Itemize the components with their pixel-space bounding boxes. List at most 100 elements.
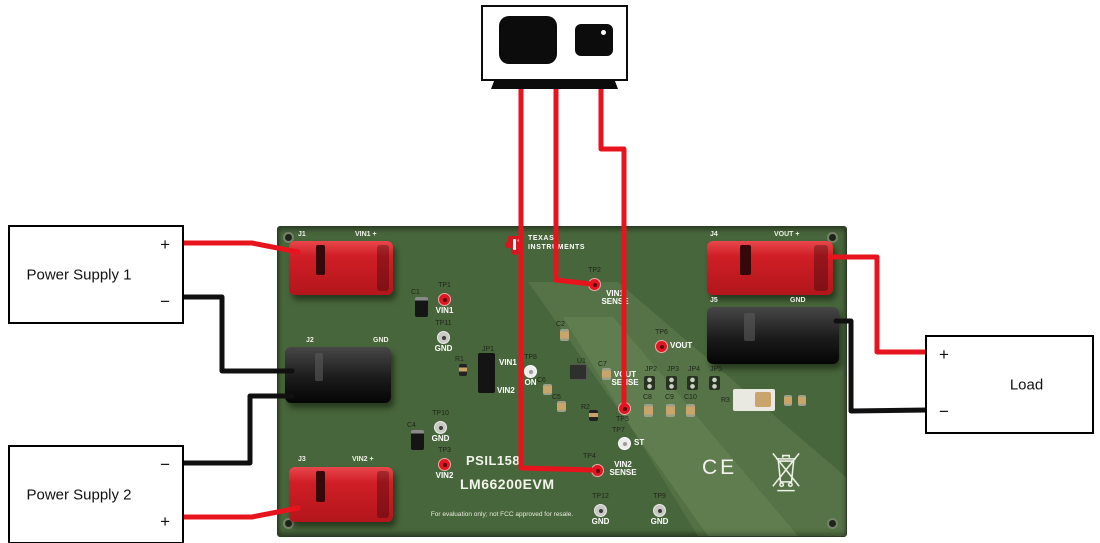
capacitor-c5 — [557, 401, 566, 412]
tp-ref-label: TP4 — [583, 453, 596, 460]
jp2-label: JP2 — [645, 366, 658, 373]
tp-net-label: GND — [650, 517, 669, 526]
j2-net-label: GND — [373, 337, 389, 344]
tp-pad — [434, 421, 447, 434]
j3-ref-label: J3 — [298, 456, 306, 463]
tp-net-label: GND — [431, 434, 450, 443]
ce-mark: CE — [702, 456, 738, 479]
testpoint-tp3: TP3 VIN2 — [436, 447, 454, 480]
testpoint-tp5: TP5 VOUT SENSE — [611, 370, 638, 423]
tp-net-label: VOUT SENSE — [611, 370, 639, 388]
jumper-jp2 — [644, 376, 655, 390]
c10-label: C10 — [684, 394, 697, 401]
resistor-r3 — [733, 389, 775, 411]
tp-ref-label: TP3 — [438, 447, 451, 454]
connector-j4-vout — [707, 241, 833, 295]
connector-j1-vin1 — [289, 241, 393, 295]
tp-ref-label: TP11 — [435, 320, 452, 327]
capacitor-c4 — [411, 430, 424, 450]
tp-pad — [618, 402, 631, 415]
tp-pad — [594, 504, 607, 517]
j5-ref-label: J5 — [710, 297, 718, 304]
c1-label: C1 — [411, 289, 420, 296]
ps1-positive-terminal: + — [160, 235, 170, 254]
tp-net-label: GND — [434, 344, 453, 353]
tp-net-label: ST — [634, 438, 645, 447]
j1-ref-label: J1 — [298, 231, 306, 238]
ps1-negative-terminal: − — [160, 292, 170, 311]
tp-net-label: ON — [524, 378, 537, 387]
tp-pad — [437, 331, 450, 344]
tp-ref-label: TP10 — [432, 410, 449, 417]
tp-net-label: VIN2 SENSE — [609, 460, 637, 478]
c5-label: C5 — [552, 394, 561, 401]
power-supply-2-box: Power Supply 2 − + — [8, 445, 184, 543]
testpoint-tp2: TP2 VIN1 SENSE — [588, 267, 629, 306]
j1-net-label: VIN1 + — [355, 231, 377, 238]
jp5-label: JP5 — [710, 366, 723, 373]
load-label: Load — [1009, 376, 1044, 393]
tp-ref-label: TP6 — [655, 329, 668, 336]
r1-label: R1 — [455, 356, 464, 363]
connector-j3-vin2 — [289, 467, 393, 522]
connector-j2-gnd — [285, 347, 391, 403]
jumper-jp1 — [478, 353, 495, 393]
evaluation-board-pcb: TEXAS INSTRUMENTS J1 VIN1 + J2 GND J3 VI… — [277, 226, 847, 537]
jp3-label: JP3 — [667, 366, 680, 373]
ps2-positive-terminal: + — [160, 512, 170, 531]
testpoint-tp4: TP4 VIN2 SENSE — [583, 453, 637, 477]
wire-ps1-negative-to-j2 — [177, 294, 295, 374]
multimeter-display — [499, 16, 557, 64]
testpoint-tp12: TP12 GND — [592, 493, 610, 526]
j4-ref-label: J4 — [710, 231, 718, 238]
r3-label: R3 — [721, 397, 730, 404]
jumper-jp4 — [687, 376, 698, 390]
load-box: Load + − — [925, 335, 1094, 434]
ti-logo-block: TEXAS INSTRUMENTS — [504, 235, 585, 257]
tp-ref-label: TP2 — [588, 267, 601, 274]
wire-j5-gnd-to-load — [833, 318, 931, 414]
ic-u1 — [569, 364, 587, 380]
c4-label: C4 — [407, 422, 416, 429]
weee-bin-icon — [772, 452, 800, 492]
j3-net-label: VIN2 + — [352, 456, 374, 463]
multimeter-dial — [575, 24, 613, 56]
multimeter-body — [481, 5, 628, 81]
tp-pad — [524, 365, 537, 378]
multimeter-base — [491, 79, 618, 89]
tp-pad — [438, 293, 451, 306]
tp-ref-label: TP12 — [592, 493, 609, 500]
jp1-label: JP1 — [482, 346, 495, 353]
mounting-hole — [827, 232, 838, 243]
testpoint-tp8: TP8 ON — [524, 354, 537, 387]
ps2-negative-terminal: − — [160, 455, 170, 474]
mounting-hole — [827, 518, 838, 529]
capacitor-c6 — [543, 384, 552, 395]
tp-ref-label: TP5 — [616, 416, 629, 423]
tp-pad — [655, 340, 668, 353]
capacitor-c10 — [686, 404, 695, 417]
brand-line2: INSTRUMENTS — [528, 243, 586, 251]
tp-net-label: VIN1 SENSE — [601, 289, 629, 307]
testpoint-tp6: TP6 VOUT — [655, 329, 692, 353]
tp-ref-label: TP9 — [653, 493, 666, 500]
jp1-vin1-label: VIN1 — [499, 358, 517, 367]
capacitor-c1 — [415, 297, 428, 317]
c7-label: C7 — [598, 361, 607, 368]
tp-net-label: VIN2 — [435, 471, 454, 480]
capacitor-c8 — [644, 404, 653, 417]
board-id-text: PSIL158 — [466, 453, 521, 468]
dial-indicator-dot — [601, 30, 606, 35]
testpoint-tp11: TP11 GND — [435, 320, 453, 353]
jp4-label: JP4 — [688, 366, 701, 373]
testpoint-tp9: TP9 GND — [651, 493, 669, 526]
jumper-jp3 — [666, 376, 677, 390]
brand-line1: TEXAS — [528, 235, 555, 242]
testpoint-tp1: TP1 VIN1 — [436, 282, 454, 315]
tp-pad — [591, 464, 604, 477]
load-negative-terminal: − — [939, 402, 949, 421]
c8-label: C8 — [643, 394, 652, 401]
power-supply-1-box: Power Supply 1 + − — [8, 225, 184, 324]
j4-net-label: VOUT + — [774, 231, 800, 238]
